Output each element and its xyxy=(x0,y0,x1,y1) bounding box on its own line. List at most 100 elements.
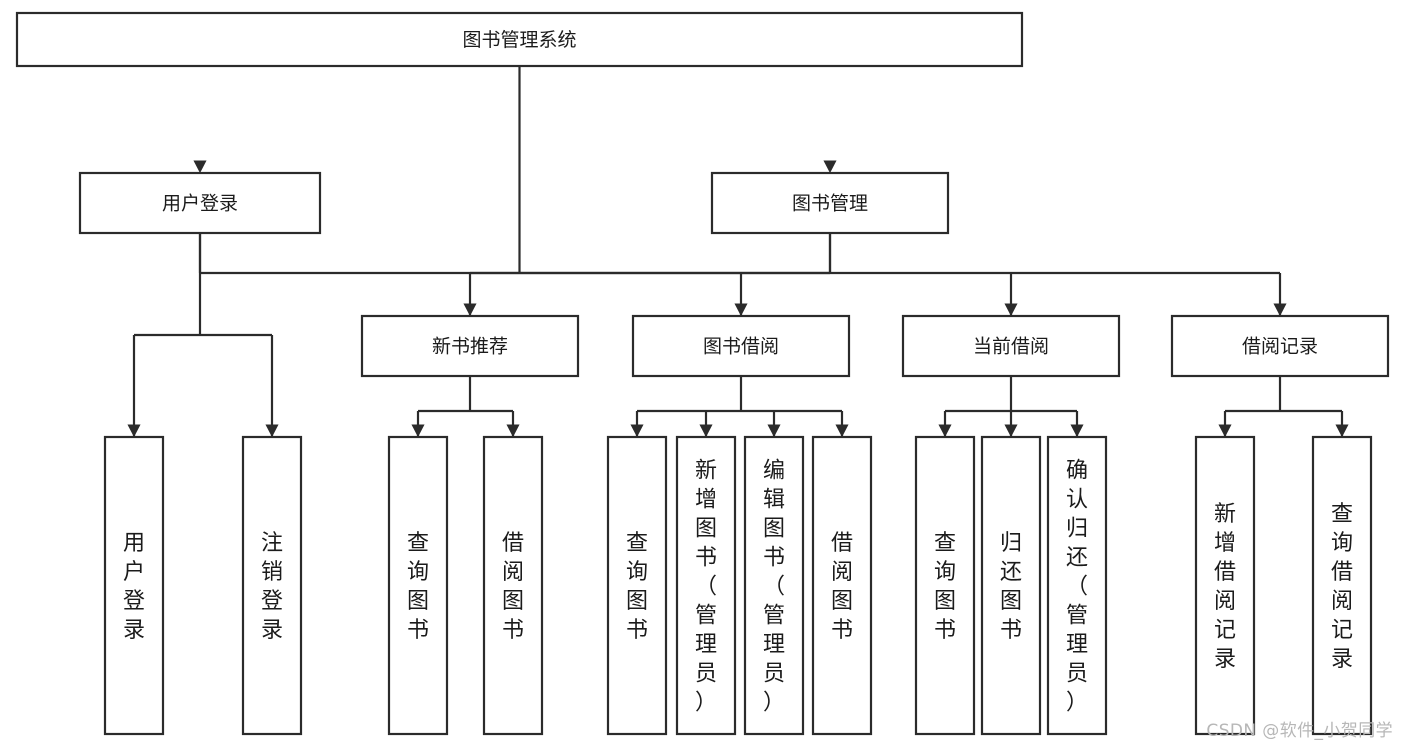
userlogin-to-leaves-arrow-1 xyxy=(265,424,279,438)
bookmanage-to-level3-arrow-0 xyxy=(463,303,477,317)
svg-text:增: 增 xyxy=(1214,531,1236,556)
node-leaf-user-login-label: 用户登录 xyxy=(123,531,145,643)
borrow-record-to-leaves-arrow-1 xyxy=(1335,424,1349,438)
node-book-borrow[interactable]: 图书借阅 xyxy=(631,314,851,378)
svg-text:书: 书 xyxy=(502,618,524,643)
svg-text:管: 管 xyxy=(1066,604,1088,629)
svg-text:查: 查 xyxy=(1331,502,1353,527)
svg-text:图: 图 xyxy=(502,589,524,614)
borrow-record-to-leaves-arrow-0 xyxy=(1218,424,1232,438)
svg-text:员: 员 xyxy=(763,662,785,687)
svg-text:借: 借 xyxy=(1331,560,1353,585)
svg-text:）: ） xyxy=(1066,691,1088,716)
current-borrow-to-leaves-arrow-2 xyxy=(1070,424,1084,438)
svg-text:书: 书 xyxy=(407,618,429,643)
svg-text:图: 图 xyxy=(934,589,956,614)
svg-text:借: 借 xyxy=(1214,560,1236,585)
svg-text:图: 图 xyxy=(626,589,648,614)
edges-layer xyxy=(127,66,1349,438)
svg-text:借: 借 xyxy=(831,531,853,556)
book-borrow-to-leaves-arrow-3 xyxy=(835,424,849,438)
svg-text:图: 图 xyxy=(831,589,853,614)
current-borrow-to-leaves-arrow-1 xyxy=(1004,424,1018,438)
svg-text:管: 管 xyxy=(695,604,717,629)
node-new-book-recommend-label: 新书推荐 xyxy=(432,336,508,358)
userlogin-to-leaves-arrow-0 xyxy=(127,424,141,438)
node-current-borrow-label: 当前借阅 xyxy=(973,336,1049,358)
svg-text:记: 记 xyxy=(1214,618,1236,643)
svg-text:增: 增 xyxy=(695,488,717,513)
svg-text:（: （ xyxy=(763,575,785,600)
svg-text:理: 理 xyxy=(763,633,785,658)
svg-text:员: 员 xyxy=(1066,662,1088,687)
svg-text:销: 销 xyxy=(261,560,283,585)
svg-text:登: 登 xyxy=(261,589,283,614)
svg-text:录: 录 xyxy=(123,618,145,643)
svg-text:注: 注 xyxy=(261,531,283,556)
svg-text:图: 图 xyxy=(763,517,785,542)
node-leaf-user-login[interactable]: 用户登录 xyxy=(103,435,165,736)
svg-text:阅: 阅 xyxy=(1331,589,1353,614)
node-new-book-recommend[interactable]: 新书推荐 xyxy=(360,314,580,378)
svg-text:户: 户 xyxy=(123,560,145,585)
svg-text:询: 询 xyxy=(626,560,648,585)
svg-text:）: ） xyxy=(763,691,785,716)
svg-text:书: 书 xyxy=(763,546,785,571)
svg-text:（: （ xyxy=(1066,575,1088,600)
svg-text:归: 归 xyxy=(1066,517,1088,542)
node-current-borrow[interactable]: 当前借阅 xyxy=(901,314,1121,378)
svg-text:编: 编 xyxy=(763,459,785,484)
svg-text:归: 归 xyxy=(1000,531,1022,556)
svg-text:辑: 辑 xyxy=(763,488,785,513)
node-borrow-record[interactable]: 借阅记录 xyxy=(1170,314,1390,378)
bookmanage-to-level3-arrow-2 xyxy=(1004,303,1018,317)
svg-text:理: 理 xyxy=(1066,633,1088,658)
svg-text:询: 询 xyxy=(934,560,956,585)
current-borrow-to-leaves-arrow-0 xyxy=(938,424,952,438)
root-to-level2-arrow-1 xyxy=(823,160,837,174)
svg-text:理: 理 xyxy=(695,633,717,658)
node-user-login[interactable]: 用户登录 xyxy=(78,171,322,235)
svg-text:还: 还 xyxy=(1066,546,1088,571)
svg-text:还: 还 xyxy=(1000,560,1022,585)
new-book-recommend-to-leaves-arrow-0 xyxy=(411,424,425,438)
svg-text:管: 管 xyxy=(763,604,785,629)
node-book-manage[interactable]: 图书管理 xyxy=(710,171,950,235)
svg-text:阅: 阅 xyxy=(1214,589,1236,614)
book-borrow-to-leaves-arrow-0 xyxy=(630,424,644,438)
node-root[interactable]: 图书管理系统 xyxy=(15,11,1024,68)
book-borrow-to-leaves-arrow-1 xyxy=(699,424,713,438)
svg-text:书: 书 xyxy=(934,618,956,643)
svg-text:图: 图 xyxy=(1000,589,1022,614)
svg-text:登: 登 xyxy=(123,589,145,614)
node-book-borrow-label: 图书借阅 xyxy=(703,336,779,358)
svg-text:询: 询 xyxy=(407,560,429,585)
svg-text:图: 图 xyxy=(695,517,717,542)
svg-text:图: 图 xyxy=(407,589,429,614)
svg-text:查: 查 xyxy=(934,531,956,556)
new-book-recommend-to-leaves-arrow-1 xyxy=(506,424,520,438)
